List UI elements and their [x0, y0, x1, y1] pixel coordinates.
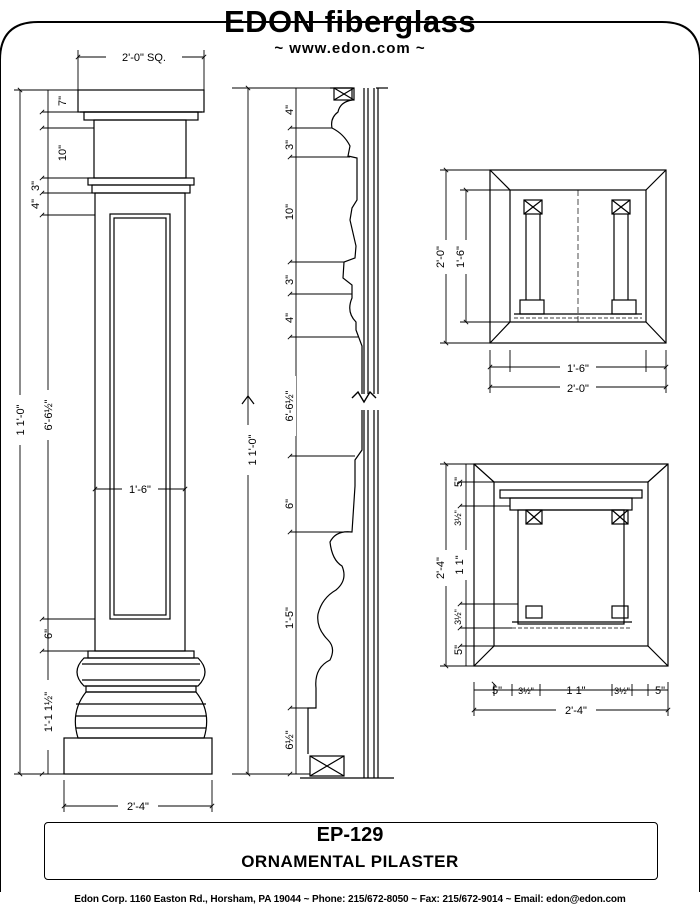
frieze-height-label: 10": [57, 145, 69, 161]
product-name: ORNAMENTAL PILASTER: [241, 852, 459, 871]
base-h-b-label: 3½": [518, 686, 534, 696]
base-upper-label: 6": [43, 629, 55, 639]
cap-height-label: 7": [57, 96, 69, 106]
base-plan: [473, 463, 669, 667]
capital-plan: [489, 169, 667, 344]
top-width-label: 2'-0" SQ.: [122, 52, 166, 64]
base-v-total-label: 2'-4": [435, 557, 447, 579]
capital-inner-label: 1'-6": [455, 246, 467, 268]
base-v-mid-label: 1 1": [454, 555, 466, 574]
side-d2-label: 3": [284, 140, 296, 150]
base-height-label: 1'-1 1½": [43, 692, 55, 732]
page-frame: [0, 21, 700, 892]
base-h-d-label: 3½": [614, 686, 630, 696]
product-code: EP-129: [316, 824, 384, 846]
base-width-label: 2'-4": [127, 801, 149, 813]
ring-b-label: 3": [30, 181, 42, 191]
contact-footer: Edon Corp. 1160 Easton Rd., Horsham, PA …: [74, 894, 626, 905]
shaft-height-label: 6'-6½": [43, 399, 55, 430]
capital-dimension-labels: 2'-0" 1'-6" 1'-6" 2'-0": [434, 240, 596, 395]
base-v-b-label: 3½": [453, 609, 463, 625]
base-h-c-label: 1 1": [566, 685, 585, 697]
base-h-a-label: 5": [492, 685, 502, 697]
side-d3-label: 10": [284, 204, 296, 220]
capital-bottom-inner-label: 1'-6": [567, 363, 589, 375]
website-url: ~ www.edon.com ~: [274, 40, 426, 57]
base-h-total-label: 2'-4": [565, 705, 587, 717]
ring-a-label: 4": [30, 199, 42, 209]
side-d8-label: 1'-5": [284, 607, 296, 629]
capital-outer-label: 2'-0": [435, 246, 447, 268]
side-d5-label: 4": [284, 313, 296, 323]
side-dimension-labels: 4" 3" 10" 3" 4" 6'-6½" 1 1'-0" 6" 1'-5" …: [244, 105, 296, 750]
side-section: [300, 87, 394, 779]
capital-dimensions: [440, 167, 669, 393]
side-d7-label: 6": [284, 499, 296, 509]
capital-bottom-outer-label: 2'-0": [567, 383, 589, 395]
side-d1-label: 4": [284, 105, 296, 115]
base-v-bottom-label: 5": [453, 645, 465, 655]
front-dimension-labels: 2'-0" SQ. 7" 10" 4" 3" 1 1'-0" 6'-6½" 1'…: [13, 50, 182, 813]
panel-width-label: 1'-6": [129, 484, 151, 496]
base-h-e-label: 5": [655, 685, 665, 697]
side-d9-label: 6½": [284, 730, 296, 749]
title-block: [44, 822, 658, 880]
overall-height-label: 1 1'-0": [15, 404, 27, 435]
side-d4-label: 3": [284, 275, 296, 285]
base-v-a-label: 3½": [453, 510, 463, 526]
base-plan-dimension-labels: 5" 3½" 2'-4" 1 1" 3½" 5" 5" 3½" 1 1" 3½"…: [434, 477, 665, 717]
front-elevation: [63, 89, 213, 775]
side-d6-label: 6'-6½": [284, 390, 296, 421]
base-v-top-label: 5": [453, 477, 465, 487]
side-overall-label: 1 1'-0": [247, 434, 259, 465]
